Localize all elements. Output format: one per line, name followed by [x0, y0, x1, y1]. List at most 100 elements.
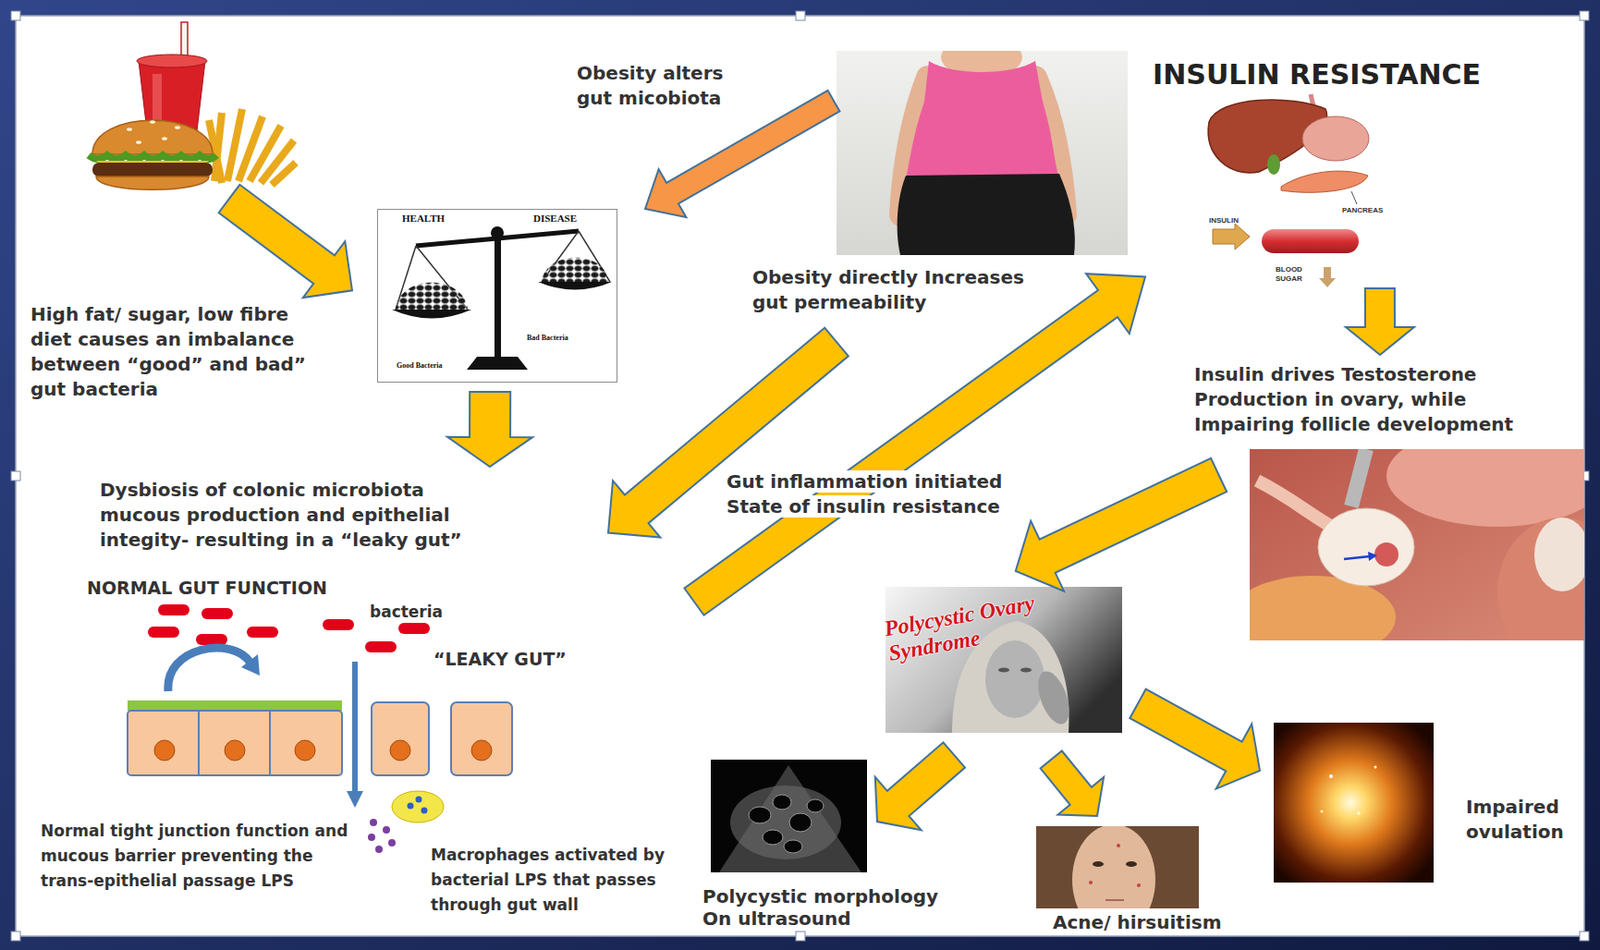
- text-slot: Bad Bacteria: [526, 333, 569, 343]
- text-slot: BLOOD SUGAR: [1275, 265, 1311, 284]
- uterus: [1386, 449, 1585, 527]
- text-slot: INSULIN: [1209, 216, 1239, 226]
- edge-label-slot: Obesity alters gut micobiota: [576, 61, 740, 111]
- repel-arrow: [168, 647, 250, 692]
- follicle: [762, 830, 783, 845]
- epithelial-cells: [127, 710, 342, 776]
- text-slot: Insulin drives Testosterone Production i…: [1194, 362, 1540, 438]
- sesame-seed: [161, 136, 168, 141]
- lps-particle: [375, 845, 383, 854]
- nucleus: [471, 740, 492, 761]
- part-label: “LEAKY GUT”: [433, 647, 567, 671]
- text-slot: NORMAL GUT FUNCTION: [86, 576, 328, 599]
- outcome-caption: Acne/ hirsuitism: [1052, 911, 1222, 934]
- macrophage: [391, 791, 444, 823]
- ultrasound-image: [710, 759, 868, 873]
- follicle: [789, 813, 812, 832]
- sparkle: [1329, 774, 1333, 779]
- edge-label-slot: Gut inflammation initiated State of insu…: [726, 469, 1028, 520]
- text-slot: High fat/ sugar, low fibre diet causes a…: [30, 302, 320, 403]
- block-arrow: [1015, 458, 1227, 592]
- gut-balance-scale: HEALTH DISEASE Good Bacteria Bad Bacteria: [377, 208, 618, 383]
- panel-heading: INSULIN RESISTANCE: [1152, 59, 1481, 91]
- scale-base: [466, 356, 528, 370]
- mechanism-text-node: Insulin drives Testosterone Production i…: [1194, 362, 1546, 441]
- balance-scale: [391, 226, 612, 370]
- mouth: [1105, 899, 1124, 902]
- nucleus: [224, 740, 245, 761]
- scale-heading: DISEASE: [533, 212, 577, 225]
- engulfed-lps: [415, 796, 423, 804]
- photo-ground: [710, 759, 868, 873]
- organ-illustration: [1208, 94, 1369, 288]
- gallbladder: [1267, 154, 1281, 175]
- follicle: [748, 806, 771, 824]
- photo-ground: [836, 50, 1128, 256]
- dysbiosis-text: Dysbiosis of colonic microbiota mucous p…: [99, 477, 484, 553]
- lps-particle: [388, 839, 396, 847]
- obesity-caption: Obesity directly Increases gut permeabil…: [752, 265, 1043, 316]
- stomach: [1302, 116, 1369, 161]
- outcome-caption: Impaired ovulation: [1465, 794, 1577, 845]
- block-arrow: [683, 273, 1146, 616]
- text-slot: HEALTH: [402, 212, 445, 225]
- text-slot: DISEASE: [533, 212, 577, 225]
- follicle: [806, 799, 824, 813]
- lesion: [1374, 542, 1399, 567]
- obese-woman-photo: [836, 50, 1128, 256]
- good-bacteria-pile: [395, 282, 468, 310]
- instrument: [1351, 449, 1367, 507]
- ovary: [1534, 517, 1585, 592]
- pan-label: Bad Bacteria: [526, 333, 569, 343]
- hand: [1032, 667, 1076, 729]
- engulfed-lps: [407, 803, 415, 810]
- block-arrow: [875, 742, 965, 831]
- acne-spot: [1136, 883, 1141, 888]
- text-slot: Polycystic morphology On ultrasound: [702, 885, 959, 930]
- acne-spot: [1116, 843, 1121, 848]
- text-slot: bacteria: [369, 602, 443, 622]
- text-slot: “LEAKY GUT”: [433, 647, 567, 671]
- text-slot: PANCREAS: [1342, 206, 1383, 216]
- scale-pan: [537, 281, 612, 291]
- bacterium: [147, 626, 180, 638]
- sparkle: [1356, 811, 1361, 816]
- nucleus: [294, 740, 316, 761]
- tight-junction: [197, 710, 200, 776]
- text-slot: INSULIN RESISTANCE: [1152, 59, 1481, 91]
- scale-heading: HEALTH: [402, 212, 445, 225]
- resize-handle: [1579, 931, 1589, 941]
- face: [985, 640, 1045, 719]
- egg-glow: [1273, 722, 1434, 883]
- resize-handle: [11, 11, 21, 21]
- outcome-caption: Polycystic morphology On ultrasound: [702, 885, 959, 930]
- burger-top-bun: [92, 120, 213, 155]
- insulin-resistance-panel: INSULIN RESISTANCE INSULIN PANCREAS BLOOD S…: [1150, 55, 1498, 289]
- eye: [1020, 668, 1032, 673]
- arrow-label: Obesity alters gut micobiota: [576, 61, 723, 110]
- dysbiosis-text-node: Dysbiosis of colonic microbiota mucous p…: [99, 477, 607, 557]
- panel-heading: NORMAL GUT FUNCTION: [86, 576, 328, 599]
- lps-particle: [369, 818, 378, 827]
- bacterium: [322, 619, 355, 631]
- food-picture-node: High fat/ sugar, low fibre diet causes a…: [61, 20, 302, 199]
- resize-handle: [795, 11, 806, 21]
- mucous-layer: [127, 700, 342, 711]
- patty: [92, 162, 213, 177]
- ultrasound-picture-node: Polycystic morphology On ultrasound: [710, 759, 868, 873]
- lps-particle: [367, 833, 376, 842]
- ovary-surgery-photo: [1249, 449, 1585, 641]
- eye: [1125, 861, 1137, 868]
- explanation-note: Normal tight junction function and mucou…: [40, 818, 362, 894]
- black-trousers: [897, 173, 1075, 256]
- pan-label: Good Bacteria: [396, 361, 443, 371]
- sparkle: [1320, 810, 1324, 814]
- lps-particle: [382, 826, 391, 834]
- bacterium: [365, 641, 397, 653]
- pointer-arrow: [1343, 556, 1370, 560]
- epithelial-cell: [371, 702, 429, 776]
